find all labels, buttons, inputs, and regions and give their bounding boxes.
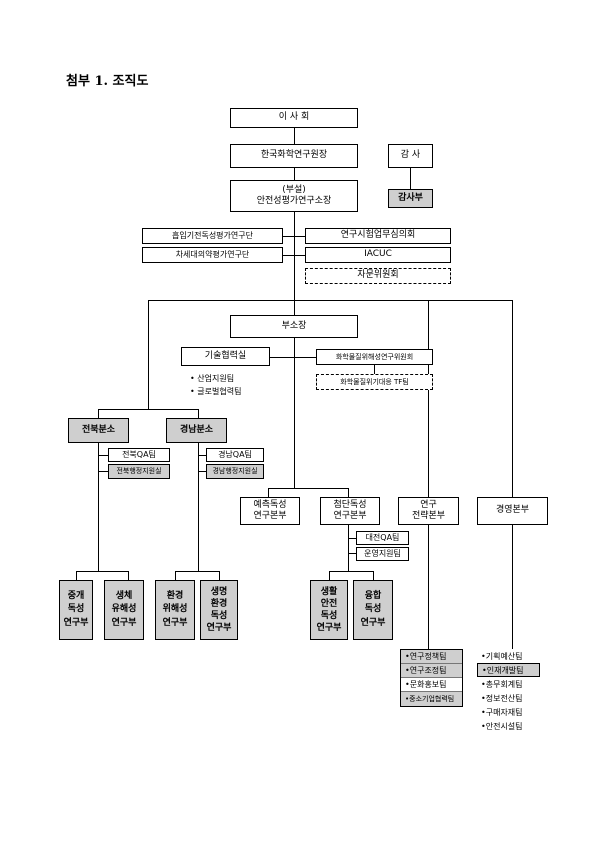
fusion-tox-dept-box: 융합 독성 연구부 — [353, 580, 393, 640]
advisory-box: 자문위원회 — [305, 268, 451, 284]
connector — [198, 409, 199, 418]
connector — [329, 571, 373, 572]
connector — [268, 488, 348, 489]
tech-coop-list: 산업지원팀 글로벌협력팀 — [190, 372, 241, 398]
connector — [128, 571, 129, 580]
connector — [329, 571, 330, 580]
team-item: 연구조정팀 — [401, 664, 462, 678]
advanced-hq-box: 첨단독성 연구본부 — [320, 497, 380, 525]
life-env-dept-box: 생명 환경 독성 연구부 — [200, 580, 238, 640]
ops-support-box: 운영지원팀 — [356, 547, 409, 561]
connector — [76, 571, 77, 580]
director-box: (부설) 안전성평가연구소장 — [230, 180, 358, 212]
connector — [98, 443, 99, 571]
team-item: 구매자재팀 — [477, 705, 540, 719]
inhalation-team-box: 흡입기전독성평가연구단 — [142, 228, 283, 244]
team-item: 중소기업협력팀 — [401, 692, 462, 706]
connector — [175, 571, 176, 580]
env-hazard-dept-box: 환경 위해성 연구부 — [155, 580, 195, 640]
eco-hazard-dept-box: 생체 유해성 연구부 — [104, 580, 144, 640]
jeonbuk-admin-box: 전북행정지원실 — [108, 464, 170, 479]
connector — [148, 300, 512, 301]
connector — [428, 525, 429, 649]
auditor-box: 감 사 — [388, 144, 433, 168]
connector — [294, 128, 295, 488]
team-item: 정보전산팀 — [477, 691, 540, 705]
team-item: 안전시설팀 — [477, 719, 540, 733]
connector — [283, 255, 305, 256]
connector — [98, 471, 108, 472]
connector — [268, 488, 269, 497]
connector — [348, 525, 349, 571]
connector — [512, 300, 513, 497]
relay-tox-dept-box: 중개 독성 연구부 — [59, 580, 93, 640]
connector — [348, 553, 356, 554]
team-item: 인재개발팀 — [477, 663, 540, 677]
vice-director-box: 부소장 — [230, 315, 358, 338]
connector — [198, 455, 206, 456]
connector — [283, 236, 305, 237]
connector — [76, 571, 128, 572]
connector — [198, 443, 199, 571]
connector — [374, 365, 375, 374]
iacuc-box: IACUC — [305, 247, 451, 263]
list-item: 산업지원팀 — [190, 372, 241, 385]
connector — [98, 455, 108, 456]
connector — [98, 409, 99, 418]
connector — [219, 571, 220, 580]
management-hq-box: 경영본부 — [477, 497, 548, 525]
audit-dept-box: 감사부 — [388, 189, 433, 208]
gyeongnam-qa-box: 경남QA팀 — [206, 448, 264, 462]
connector — [270, 357, 316, 358]
connector — [512, 525, 513, 649]
team-item: 문화홍보팀 — [401, 678, 462, 692]
chem-committee-box: 화학물질위해성연구위원회 — [316, 349, 433, 365]
chem-tf-box: 화학물질위기대응 TF팀 — [316, 374, 433, 390]
tech-coop-box: 기술협력실 — [181, 347, 270, 366]
connector — [373, 571, 374, 580]
predictive-hq-box: 예측독성 연구본부 — [240, 497, 300, 525]
management-team-list: 기획예산팀 인재개발팀 총무회계팀 정보전산팀 구매자재팀 안전시설팀 — [477, 649, 540, 733]
team-item: 총무회계팀 — [477, 677, 540, 691]
board-box: 이 사 회 — [230, 108, 358, 128]
connector — [98, 409, 198, 410]
jeonbuk-branch-box: 전북분소 — [68, 418, 129, 443]
gyeongnam-admin-box: 경남행정지원실 — [206, 464, 264, 479]
connector — [410, 168, 411, 189]
nextgen-team-box: 차세대의약평가연구단 — [142, 247, 283, 263]
list-item: 글로벌협력팀 — [190, 385, 241, 398]
connector — [175, 571, 219, 572]
living-safety-dept-box: 생활 안전 독성 연구부 — [310, 580, 348, 640]
research-committee-box: 연구시험업무심의회 — [305, 228, 451, 244]
page-title: 첨부 1. 조직도 — [66, 74, 149, 89]
connector — [348, 488, 349, 497]
president-box: 한국화학연구원장 — [230, 144, 358, 168]
connector — [428, 300, 429, 497]
strategy-hq-box: 연구 전략본부 — [398, 497, 459, 525]
jeonbuk-qa-box: 전북QA팀 — [108, 448, 170, 462]
connector — [348, 538, 356, 539]
gyeongnam-branch-box: 경남분소 — [166, 418, 227, 443]
team-item: 연구정책팀 — [401, 650, 462, 664]
connector — [148, 300, 149, 409]
connector — [198, 471, 206, 472]
strategy-team-list: 연구정책팀 연구조정팀 문화홍보팀 중소기업협력팀 — [400, 649, 463, 707]
team-item: 기획예산팀 — [477, 649, 540, 663]
daejeon-qa-box: 대전QA팀 — [356, 531, 409, 545]
